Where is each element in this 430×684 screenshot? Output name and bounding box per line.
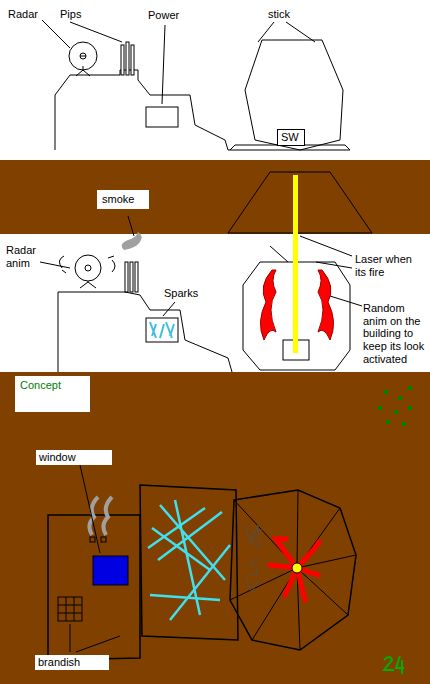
- node-text: SW: [281, 131, 301, 144]
- smoke-label-box: smoke: [97, 190, 149, 209]
- node-text: brandish: [38, 656, 106, 669]
- node-text: window: [39, 451, 109, 464]
- concept-label-box: Concept: [15, 376, 90, 412]
- part-name: stick: [268, 8, 290, 21]
- note: Laser when its fire: [355, 253, 425, 278]
- brandish-label-box: brandish: [35, 655, 109, 670]
- part-name: Radar: [8, 8, 38, 21]
- window-label-box: window: [36, 450, 112, 465]
- part-name: Radar anim: [6, 244, 42, 269]
- switch-box: SW: [277, 129, 305, 146]
- part-name: Pips: [60, 8, 81, 21]
- node-text: smoke: [102, 193, 144, 206]
- part-name: Power: [148, 9, 179, 22]
- note: Random anim on the building to keep its …: [363, 302, 425, 365]
- node-text: Concept: [20, 379, 85, 392]
- part-name: Sparks: [164, 287, 198, 300]
